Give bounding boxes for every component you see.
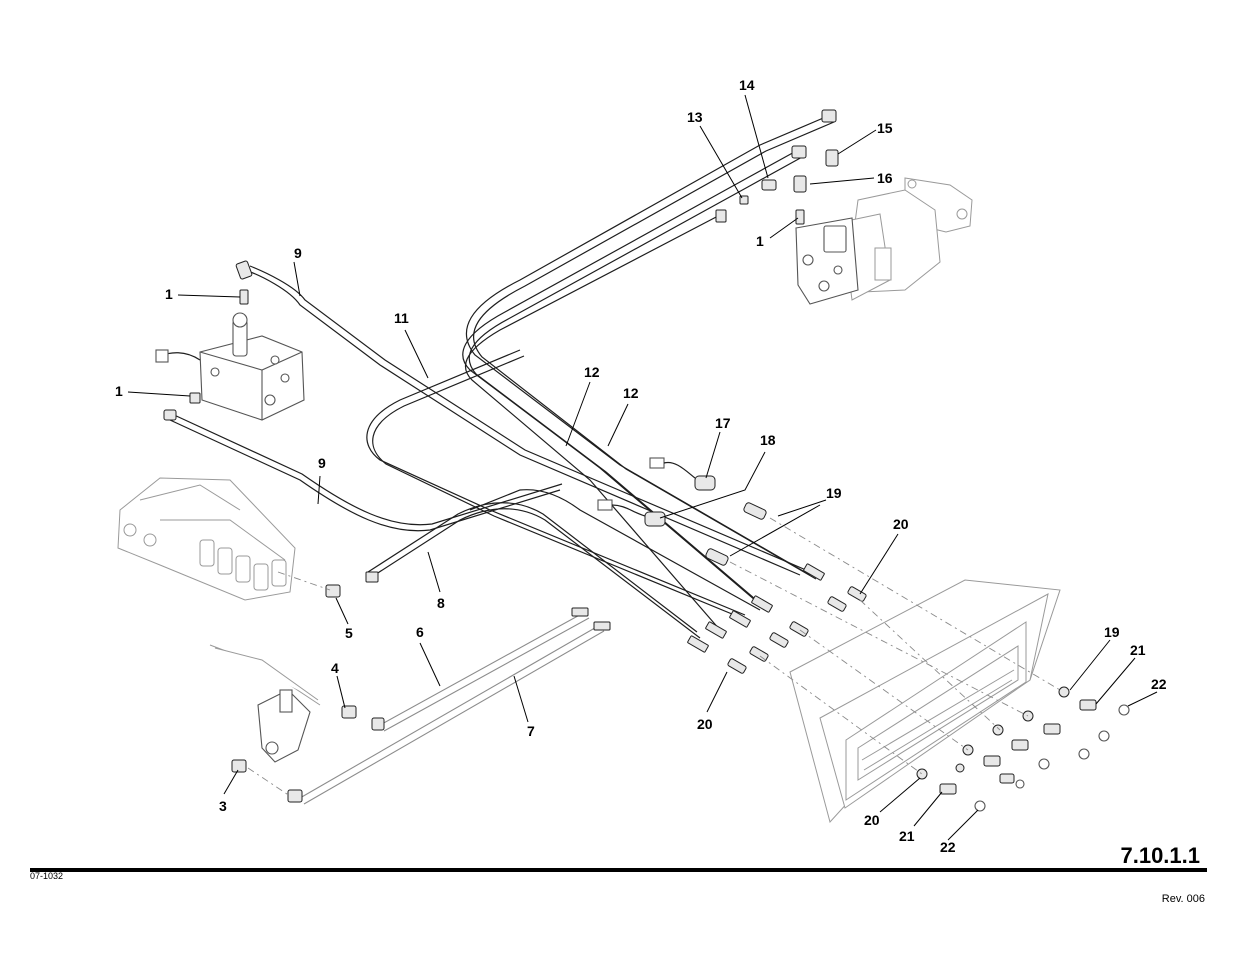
callout-19-right: 19 — [1104, 624, 1120, 640]
callout-16: 16 — [877, 170, 893, 186]
callout-6: 6 — [416, 624, 424, 640]
pressure-switches — [597, 457, 716, 527]
callout-13: 13 — [687, 109, 703, 125]
callout-4: 4 — [331, 660, 339, 676]
callout-3: 3 — [219, 798, 227, 814]
callout-22-lower: 22 — [940, 839, 956, 855]
assembly-lines — [247, 517, 1061, 797]
callout-21-right: 21 — [1130, 642, 1146, 658]
callout-7: 7 — [527, 723, 535, 739]
callout-labels: 14 13 15 16 1 9 1 11 1 12 12 17 18 9 19 … — [115, 77, 1167, 855]
callout-9-lower: 9 — [318, 455, 326, 471]
brake-pedal-assembly — [209, 644, 321, 763]
callout-20-upper: 20 — [893, 516, 909, 532]
callout-5: 5 — [345, 625, 353, 641]
callout-21-lower: 21 — [899, 828, 915, 844]
valve-block — [155, 312, 305, 421]
leader-lines — [127, 94, 1158, 841]
callout-14: 14 — [739, 77, 755, 93]
callout-22-right: 22 — [1151, 676, 1167, 692]
callout-15: 15 — [877, 120, 893, 136]
revision-label: Rev. 006 — [1161, 893, 1205, 905]
callout-17: 17 — [715, 415, 731, 431]
callout-20-middle: 20 — [697, 716, 713, 732]
callout-8: 8 — [437, 595, 445, 611]
callout-20-lower: 20 — [864, 812, 880, 828]
hose-group — [169, 115, 835, 805]
callout-9-upper: 9 — [294, 245, 302, 261]
callout-11: 11 — [394, 310, 409, 326]
callout-19-upper: 19 — [826, 485, 842, 501]
drawing-id: 07-1032 — [30, 871, 64, 881]
callout-1-pump: 1 — [756, 233, 764, 249]
callout-1-valve-side: 1 — [115, 383, 123, 399]
callout-12-right: 12 — [623, 385, 639, 401]
hydraulic-pump — [795, 177, 973, 305]
footer-rule — [30, 868, 1207, 872]
callout-1-valve-top: 1 — [165, 286, 173, 302]
fittings — [163, 109, 839, 803]
bulkhead-panel — [789, 579, 1061, 824]
section-number: 7.10.1.1 — [1120, 843, 1200, 868]
callout-18: 18 — [760, 432, 776, 448]
callout-12-left: 12 — [584, 364, 600, 380]
control-valve-stack — [117, 477, 296, 601]
